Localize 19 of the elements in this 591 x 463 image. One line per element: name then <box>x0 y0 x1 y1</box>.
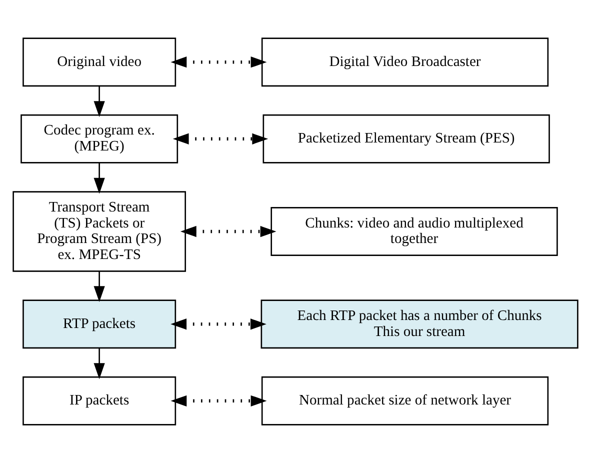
node-box: IP packets <box>22 376 176 426</box>
arrow <box>94 348 105 380</box>
arrow <box>170 318 266 330</box>
arrow <box>94 86 105 118</box>
node-box: Transport Stream (TS) Packets or Program Stream (PS) ex. MPEG-TS <box>12 191 186 272</box>
node-box: Chunks: video and audio multiplexed together <box>270 207 558 256</box>
node-box: Codec program ex. (MPEG) <box>20 114 178 164</box>
node-box: RTP packets <box>22 300 176 349</box>
node-box: Original video <box>22 38 176 87</box>
node-box: Digital Video Broadcaster <box>261 38 549 87</box>
node-box: Each RTP packet has a number of Chunks This our stream <box>260 300 578 349</box>
arrow <box>172 133 268 144</box>
arrow <box>170 56 267 68</box>
node-box: Normal packet size of network layer <box>261 376 549 426</box>
arrow <box>180 226 276 238</box>
arrow <box>94 272 105 302</box>
node-box: Packetized Elementary Stream (PES) <box>262 114 550 164</box>
arrow <box>170 395 267 406</box>
arrow <box>94 162 105 194</box>
